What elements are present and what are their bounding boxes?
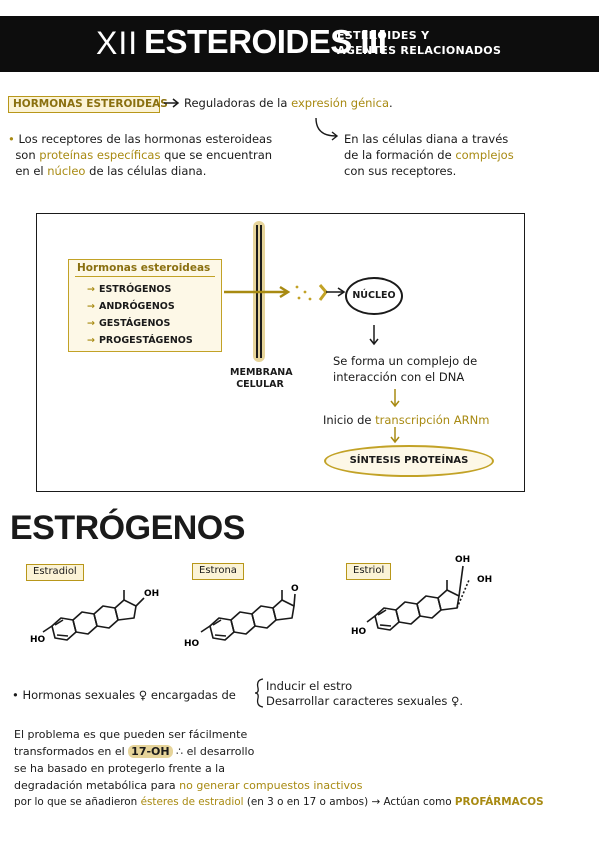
complex-dna-text: Se forma un complejo de interacción con … — [333, 354, 478, 384]
hormonas-esteroideas-label: HORMONAS ESTEROIDEAS — [8, 96, 168, 113]
estradiol-group: OH — [144, 589, 159, 599]
membrane-label: MEMBRANA CELULAR — [230, 367, 293, 390]
hormone-item: →ESTRÓGENOS — [87, 284, 172, 295]
definition-line: Reguladoras de la expresión génica. — [184, 96, 393, 110]
compound-label-estriol: Estriol — [346, 563, 392, 580]
arrow-right-icon — [164, 98, 180, 108]
estradiol-group: HO — [30, 635, 46, 645]
receptors-paragraph: • Los receptores de las hormonas esteroi… — [8, 132, 273, 178]
estrona-group: O — [291, 584, 299, 594]
mechanism-diagram — [36, 213, 525, 492]
compound-label-estrona: Estrona — [192, 563, 244, 580]
hormones-box-title: Hormonas esteroideas — [77, 262, 211, 274]
brace-icon — [254, 678, 264, 708]
title-banner: XII ESTEROIDES III ESTEROIDES Y AGENTES … — [0, 16, 599, 72]
page-subtitle-line2: AGENTES RELACIONADOS — [337, 44, 502, 57]
section-heading: ESTRÓGENOS — [10, 509, 245, 547]
arrow-down-icon — [369, 325, 379, 346]
hormones-box-divider — [75, 276, 215, 277]
estriol-group: OH — [477, 575, 492, 585]
hormone-item: →GESTÁGENOS — [87, 318, 171, 329]
hormone-to-cell-arrow — [224, 285, 291, 299]
complexes-paragraph: En las células diana a través de la form… — [344, 132, 514, 178]
receptor-binding-icon — [295, 284, 346, 301]
hormone-item: →ANDRÓGENOS — [87, 301, 175, 312]
estrona-group: HO — [184, 639, 200, 649]
protein-synthesis-node: SÍNTESIS PROTEÍNAS — [324, 445, 494, 477]
problem-paragraph: El problema es que pueden ser fácilmente… — [14, 728, 544, 808]
hormones-function-bullet: • Hormonas sexuales ♀ encargadas de — [12, 688, 236, 702]
arrow-down-icon — [390, 427, 400, 444]
page-subtitle-line1: ESTEROIDES Y — [337, 29, 430, 42]
nucleus-node: NÚCLEO — [345, 277, 403, 315]
estriol-group: HO — [351, 627, 367, 637]
chapter-number: XII — [96, 25, 139, 61]
compound-label-estradiol: Estradiol — [26, 564, 84, 581]
hormone-item: →PROGESTÁGENOS — [87, 335, 193, 346]
hormones-function-list: Inducir el estro Desarrollar caracteres … — [266, 679, 464, 708]
estrona-structure-icon: O HO — [184, 584, 299, 649]
estradiol-structure-icon: OH HO — [30, 589, 159, 645]
estriol-group: OH — [455, 555, 470, 565]
hormones-box: Hormonas esteroideas →ESTRÓGENOS →ANDRÓG… — [68, 259, 222, 352]
17-oh-highlight: 17-OH — [128, 745, 173, 758]
curved-arrow-icon — [315, 117, 339, 141]
estriol-structure-icon: OH OH HO — [351, 555, 492, 637]
transcription-text: Inicio de transcripción ARNm — [323, 413, 490, 427]
expresion-genica-highlight: expresión génica — [291, 96, 390, 110]
page-title: ESTEROIDES III — [144, 23, 387, 60]
arrow-down-icon — [390, 389, 400, 408]
